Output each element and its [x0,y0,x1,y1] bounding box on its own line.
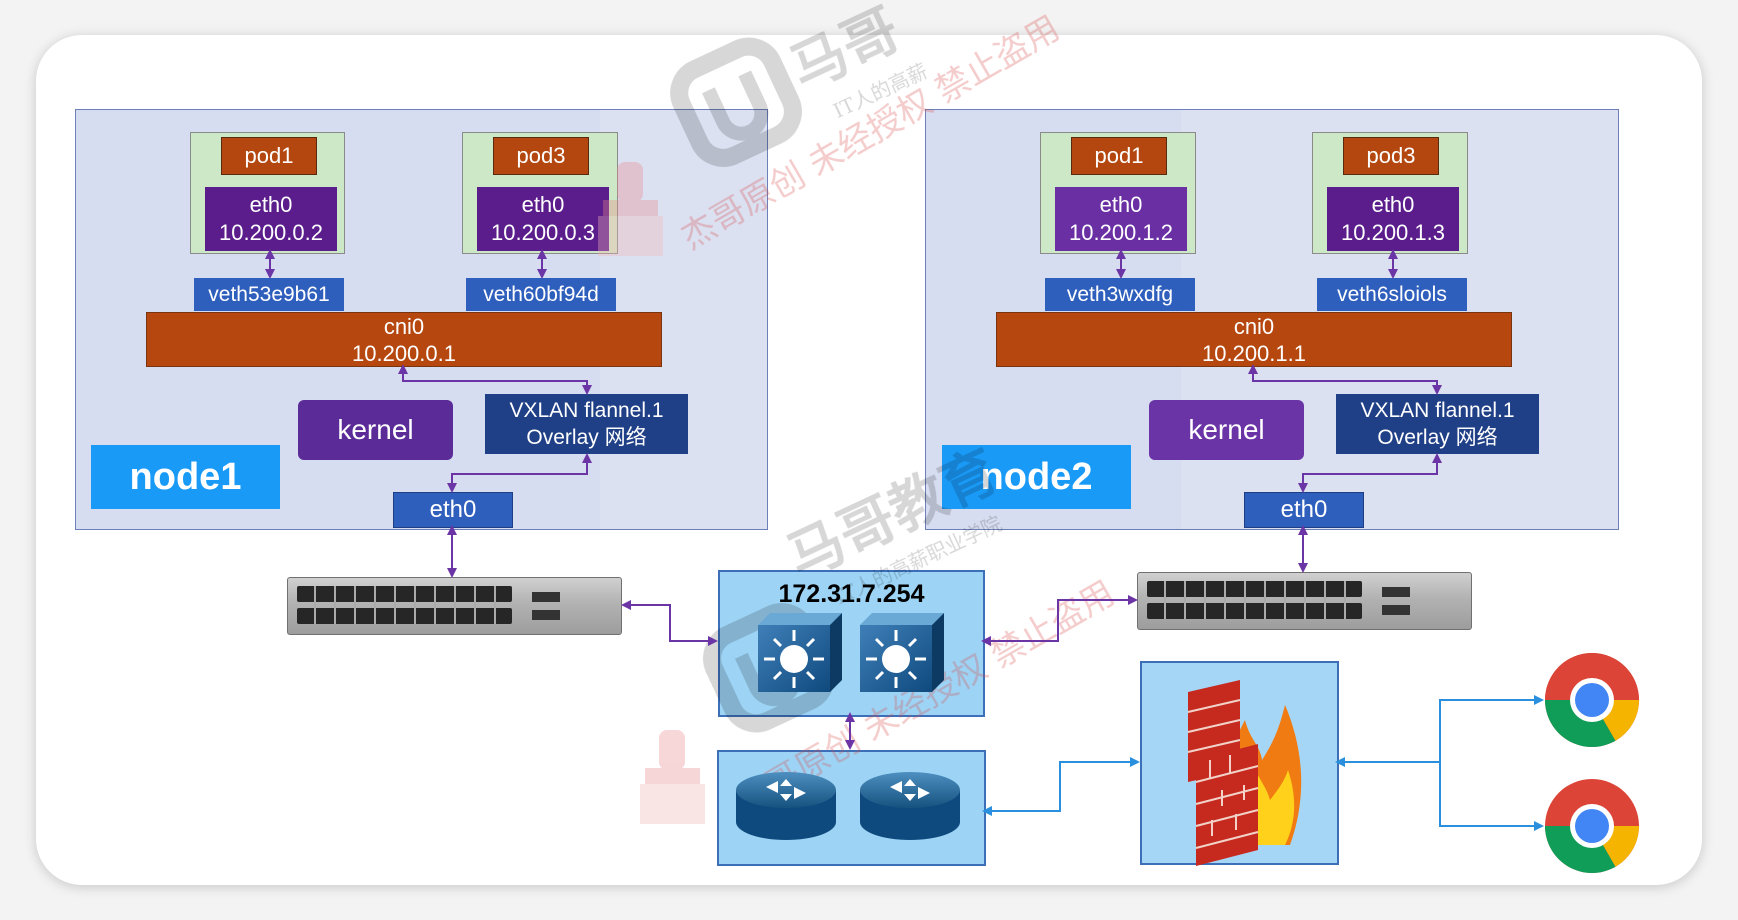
node2-veth-pod3: veth6sloiols [1317,278,1467,311]
chrome-browser-icon [1545,779,1639,873]
node2-pod1-eth0: eth0 10.200.1.2 [1055,187,1187,251]
node1-cni0-name: cni0 [383,313,425,339]
node1-pod3-eth-name: eth0 [521,192,565,217]
chrome-browser-icon [1545,653,1639,747]
layer3-switch-icon [860,613,944,692]
node2-kernel: kernel [1149,400,1304,460]
node2-vxlan-flannel: VXLAN flannel.1 Overlay 网络 [1336,394,1539,454]
node2-pod3-ip: 10.200.1.3 [1341,220,1445,245]
node2-pod1-ip: 10.200.1.2 [1069,220,1173,245]
node2-pod1-eth-name: eth0 [1099,192,1143,217]
node1-pod3-ip: 10.200.0.3 [491,220,595,245]
watermark-logo-icon: 马哥 IT人的高薪 马哥教育 IT人的高薪职业学院 [670,0,1008,733]
node1-pod1-eth-name: eth0 [249,192,293,217]
node1-vxlan-flannel: VXLAN flannel.1 Overlay 网络 [485,394,688,454]
node1-cni0-ip: 10.200.0.1 [352,340,456,366]
node1-pod1-eth0: eth0 10.200.0.2 [205,187,337,251]
node1-pod3-label: pod3 [493,137,589,175]
node2-vxlan-line1: VXLAN flannel.1 [1360,399,1515,422]
node2-cni0-name: cni0 [1233,313,1275,339]
node1-vxlan-line2: Overlay 网络 [526,426,647,449]
node1-pod1-label: pod1 [221,137,317,175]
access-switch-ports [297,581,1410,624]
node1-name: node1 [91,445,280,509]
node2-cni0-ip: 10.200.1.1 [1202,340,1306,366]
node1-kernel: kernel [298,400,453,460]
node1-pod3-eth0: eth0 10.200.0.3 [477,187,609,251]
node1-veth-pod1: veth53e9b61 [194,278,344,311]
node2-pod1-label: pod1 [1071,137,1167,175]
firewall-icon [1187,680,1302,866]
node2-pod3-eth-name: eth0 [1371,192,1415,217]
router-icon [860,772,960,840]
node1-veth-pod3: veth60bf94d [466,278,616,311]
router-icon [736,772,836,840]
layer3-switch-icon [758,613,842,692]
node2-vxlan-line2: Overlay 网络 [1377,426,1498,449]
node2-pod3-eth0: eth0 10.200.1.3 [1327,187,1459,251]
node2-cni0-bridge: cni0 10.200.1.1 [996,312,1512,367]
node1-vxlan-line1: VXLAN flannel.1 [509,399,664,422]
node2-pod3-label: pod3 [1343,137,1439,175]
node2-name: node2 [942,445,1131,509]
core-switch-ip: 172.31.7.254 [778,580,925,608]
node2-veth-pod1: veth3wxdfg [1045,278,1195,311]
watermark-stamp-icon [598,162,705,824]
node1-pod1-ip: 10.200.0.2 [219,220,323,245]
